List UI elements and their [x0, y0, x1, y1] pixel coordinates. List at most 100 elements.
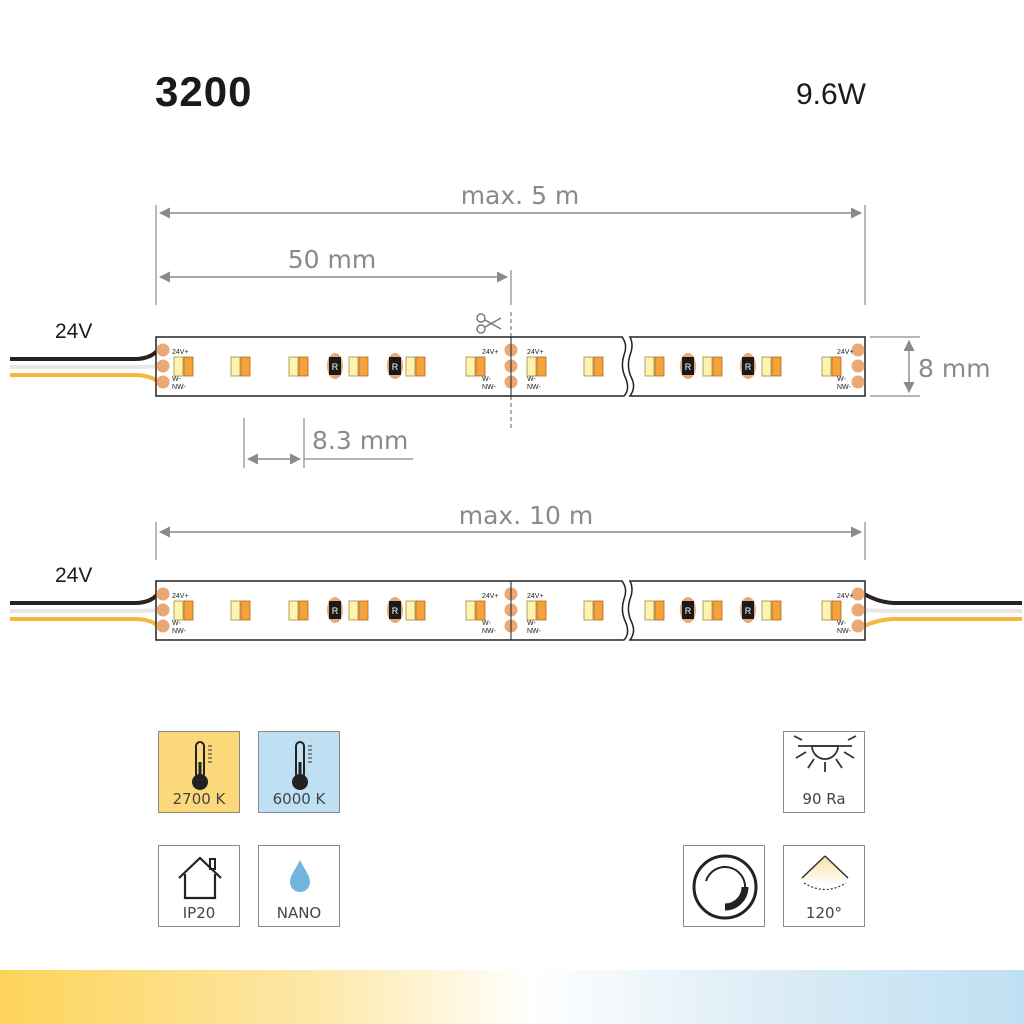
led-cold: [230, 600, 241, 621]
pcb-label-nw: NW-: [482, 628, 497, 635]
wire-left: [10, 373, 160, 384]
led-warm: [183, 600, 194, 621]
beam-angle-badge: 120°: [783, 845, 865, 927]
dimension-label-5m: max. 5 m: [461, 181, 580, 210]
led-warm: [771, 356, 782, 377]
resistor: [682, 357, 694, 375]
pcb-label-nw: NW-: [837, 384, 852, 391]
pcb-label-w: W-: [482, 620, 491, 627]
led-cold: [644, 356, 655, 377]
pcb-label-plus: 24V+: [527, 349, 544, 356]
led-cold: [173, 600, 184, 621]
led-cold: [230, 356, 241, 377]
pcb-label-w: W-: [837, 620, 846, 627]
pcb-label-plus: 24V+: [172, 593, 189, 600]
solder-pad: [156, 603, 170, 617]
led-warm: [475, 600, 486, 621]
wire-left: [10, 617, 160, 628]
led-warm: [831, 600, 842, 621]
led-warm: [712, 600, 723, 621]
dimension-label-segment: 50 mm: [288, 245, 376, 274]
power-rating: 9.6W: [795, 78, 866, 111]
led-cold: [761, 600, 772, 621]
pcb-label-plus: 24V+: [837, 349, 854, 356]
led-cold: [288, 600, 299, 621]
thermometer-icon: [192, 741, 212, 790]
led-warm: [536, 356, 547, 377]
dimension-label-pitch: 8.3 mm: [312, 426, 408, 455]
resistor-label: R: [745, 362, 752, 372]
beam-angle-icon: [801, 855, 849, 891]
resistor: [742, 357, 754, 375]
pcb-label-w: W-: [527, 376, 536, 383]
dimension-pitch: 8.3 mm: [243, 418, 413, 468]
resistor: [389, 601, 401, 619]
led-warm: [831, 356, 842, 377]
led-cold: [348, 600, 359, 621]
led-cold: [702, 356, 713, 377]
dimension-width: 8 mm: [870, 336, 991, 397]
resistor: [329, 357, 341, 375]
pcb-label-nw: NW-: [482, 384, 497, 391]
wire-left: [10, 608, 159, 613]
pcb-label-nw: NW-: [527, 384, 542, 391]
cold-white-badge: 6000 K: [258, 731, 340, 813]
wire-left: [10, 348, 160, 361]
solder-pad: [156, 619, 170, 633]
scissors-icon: [476, 313, 502, 334]
dimmer-icon: [692, 854, 758, 920]
pcb-label-nw: NW-: [527, 628, 542, 635]
ip-rating-label: IP20: [182, 904, 216, 922]
pcb-label-plus: 24V+: [482, 593, 499, 600]
led-cold: [702, 600, 713, 621]
led-cold: [526, 356, 537, 377]
resistor-label: R: [745, 606, 752, 616]
dimension-label-10m: max. 10 m: [459, 501, 593, 530]
solder-pad: [156, 359, 170, 373]
led-warm: [654, 600, 665, 621]
dimension-max-5m: max. 5 m: [155, 181, 866, 305]
led-warm: [475, 356, 486, 377]
led-warm: [771, 600, 782, 621]
led-cold: [821, 356, 832, 377]
led-warm: [536, 600, 547, 621]
resistor-label: R: [392, 362, 399, 372]
strip-drawing: max. 5 m 50 mm 8 mm 8.: [10, 181, 1022, 641]
pcb-label-w: W-: [172, 376, 181, 383]
led-warm: [712, 356, 723, 377]
pcb-label-plus: 24V+: [482, 349, 499, 356]
warm-cct-label: 2700 K: [172, 790, 226, 808]
led-warm: [240, 600, 251, 621]
wire-right: [863, 608, 1022, 613]
led-cold: [405, 600, 416, 621]
led-warm: [593, 600, 604, 621]
led-warm: [593, 356, 604, 377]
cri-label: 90 Ra: [802, 790, 846, 808]
resistor: [389, 357, 401, 375]
led-cold: [821, 600, 832, 621]
pcb-label-plus: 24V+: [837, 593, 854, 600]
dimmable-badge: [683, 845, 765, 927]
resistor-label: R: [685, 606, 692, 616]
led-cold: [348, 356, 359, 377]
resistor: [682, 601, 694, 619]
solder-pad: [156, 343, 170, 357]
led-warm: [415, 600, 426, 621]
solder-pad: [851, 587, 865, 601]
dimension-segment: 50 mm: [158, 245, 512, 305]
solder-pad: [851, 343, 865, 357]
led-warm: [240, 356, 251, 377]
coating-label: NANO: [276, 904, 322, 922]
wire-right: [863, 617, 1022, 628]
beam-angle-label: 120°: [805, 904, 843, 922]
nano-coating-badge: NANO: [258, 845, 340, 927]
solder-pad: [851, 375, 865, 389]
solder-pad: [156, 375, 170, 389]
water-drop-icon: [290, 860, 310, 892]
pcb-label-nw: NW-: [837, 628, 852, 635]
resistor-label: R: [332, 362, 339, 372]
pcb-label-w: W-: [837, 376, 846, 383]
